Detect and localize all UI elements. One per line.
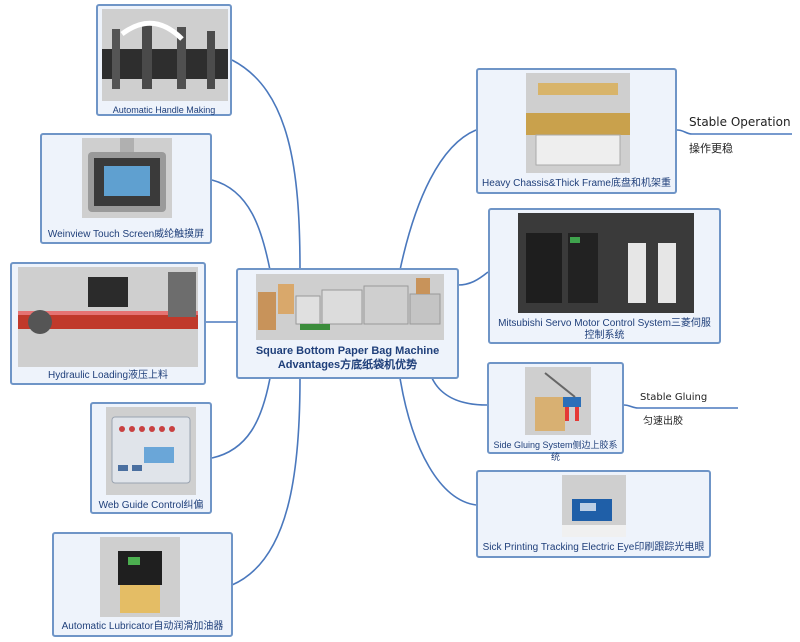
node-label: Sick Printing Tracking Electric Eye印刷跟踪光…: [482, 542, 705, 553]
branch-handle: [231, 59, 301, 271]
node-weinview-touch-screen[interactable]: Weinview Touch Screen威纶触摸屏: [40, 133, 212, 244]
branch-sick: [399, 377, 477, 506]
node-label: Web Guide Control纠偏: [98, 500, 204, 511]
branch-lubricator: [231, 377, 301, 586]
note-stable-gluing-subtitle: 匀速出胶: [643, 416, 683, 427]
node-label: Automatic Handle Making: [112, 105, 216, 115]
web-guide-photo: [106, 407, 196, 495]
servo-cabinet-photo: [518, 213, 694, 313]
node-web-guide-control[interactable]: Web Guide Control纠偏: [90, 402, 212, 514]
node-heavy-chassis[interactable]: Heavy Chassis&Thick Frame底盘和机架重: [476, 68, 677, 194]
note-stable-operation-subtitle: 操作更稳: [689, 142, 733, 155]
node-label: Automatic Lubricator自动润滑加油器: [61, 621, 224, 632]
side-gluing-photo: [525, 367, 591, 435]
touch-screen-photo: [82, 138, 172, 218]
branch-webguide: [211, 377, 271, 459]
branch-stable-operation: [676, 129, 792, 135]
node-mitsubishi-servo[interactable]: Mitsubishi Servo Motor Control System三菱伺…: [488, 208, 721, 344]
node-sick-electric-eye[interactable]: Sick Printing Tracking Electric Eye印刷跟踪光…: [476, 470, 711, 558]
branch-touch: [211, 179, 271, 271]
bag-machine-photo: [256, 274, 444, 340]
node-label: Mitsubishi Servo Motor Control System三菱伺…: [498, 318, 711, 341]
node-label: Side Gluing System侧边上胶系统: [493, 440, 618, 462]
branch-servo: [457, 271, 489, 286]
note-stable-operation-title: Stable Operation: [689, 115, 791, 129]
branch-chassis: [399, 129, 477, 271]
hydraulic-loading-photo: [18, 267, 198, 367]
branch-stable-gluing: [623, 404, 738, 409]
node-automatic-lubricator[interactable]: Automatic Lubricator自动润滑加油器: [52, 532, 233, 637]
node-label: Hydraulic Loading液压上料: [47, 370, 169, 381]
lubricator-photo: [100, 537, 180, 617]
chassis-photo: [526, 73, 630, 173]
handle-making-photo: [102, 9, 228, 101]
node-side-gluing[interactable]: Side Gluing System侧边上胶系统: [487, 362, 624, 462]
electric-eye-photo: [562, 475, 626, 537]
note-stable-gluing-title: Stable Gluing: [640, 392, 708, 403]
node-label: Heavy Chassis&Thick Frame底盘和机架重: [482, 178, 671, 189]
center-title: Square Bottom Paper Bag Machine Advantag…: [255, 345, 440, 371]
node-hydraulic-loading[interactable]: Hydraulic Loading液压上料: [10, 262, 206, 385]
node-center-topic[interactable]: Square Bottom Paper Bag Machine Advantag…: [236, 268, 459, 379]
node-label: Weinview Touch Screen威纶触摸屏: [47, 229, 205, 240]
node-automatic-handle-making[interactable]: Automatic Handle Making: [96, 4, 232, 116]
branch-gluing: [431, 377, 488, 406]
